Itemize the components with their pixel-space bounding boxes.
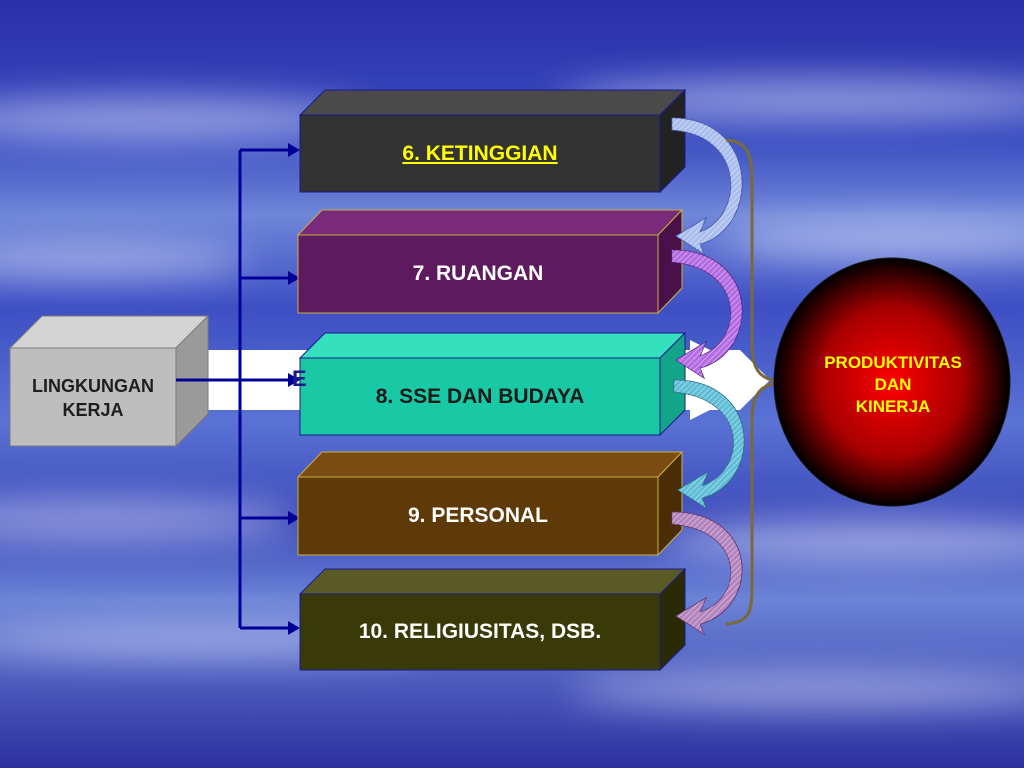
curved-arrow-3: [673, 379, 745, 510]
result-line1: PRODUKTIVITAS: [824, 353, 962, 372]
left-box-label: LINGKUNGAN KERJA: [8, 366, 178, 430]
factor-box-4: [296, 450, 684, 557]
factor-label-personal: 9. PERSONAL: [407, 504, 549, 527]
factor-box-1: [298, 88, 687, 194]
factor-label-religiusitas: 10. RELIGIUSITAS, DSB.: [358, 620, 602, 643]
result-line3: KINERJA: [855, 397, 931, 416]
factor-box-3: [298, 331, 687, 437]
curved-arrow-2: [671, 249, 743, 380]
connector-arrowheads: [288, 143, 300, 635]
factor-box-5: [298, 567, 687, 672]
factor-label-ketinggian: 6. KETINGGIAN: [402, 141, 558, 165]
left-box-line1: LINGKUNGAN: [32, 376, 154, 396]
factor-box-2: [296, 208, 684, 315]
partial-hidden-text: E: [292, 366, 307, 391]
factor-label-sse-budaya: 8. SSE DAN BUDAYA: [375, 384, 585, 408]
result-circle: [773, 257, 1011, 507]
left-box: [8, 314, 210, 448]
curved-arrow-4: [671, 511, 743, 636]
connectors: [176, 148, 292, 630]
left-box-line2: KERJA: [62, 400, 124, 420]
result-line2: DAN: [874, 375, 912, 394]
factor-label-ruangan: 7. RUANGAN: [412, 262, 544, 285]
result-label: PRODUKTIVITAS DAN KINERJA: [780, 340, 1006, 430]
